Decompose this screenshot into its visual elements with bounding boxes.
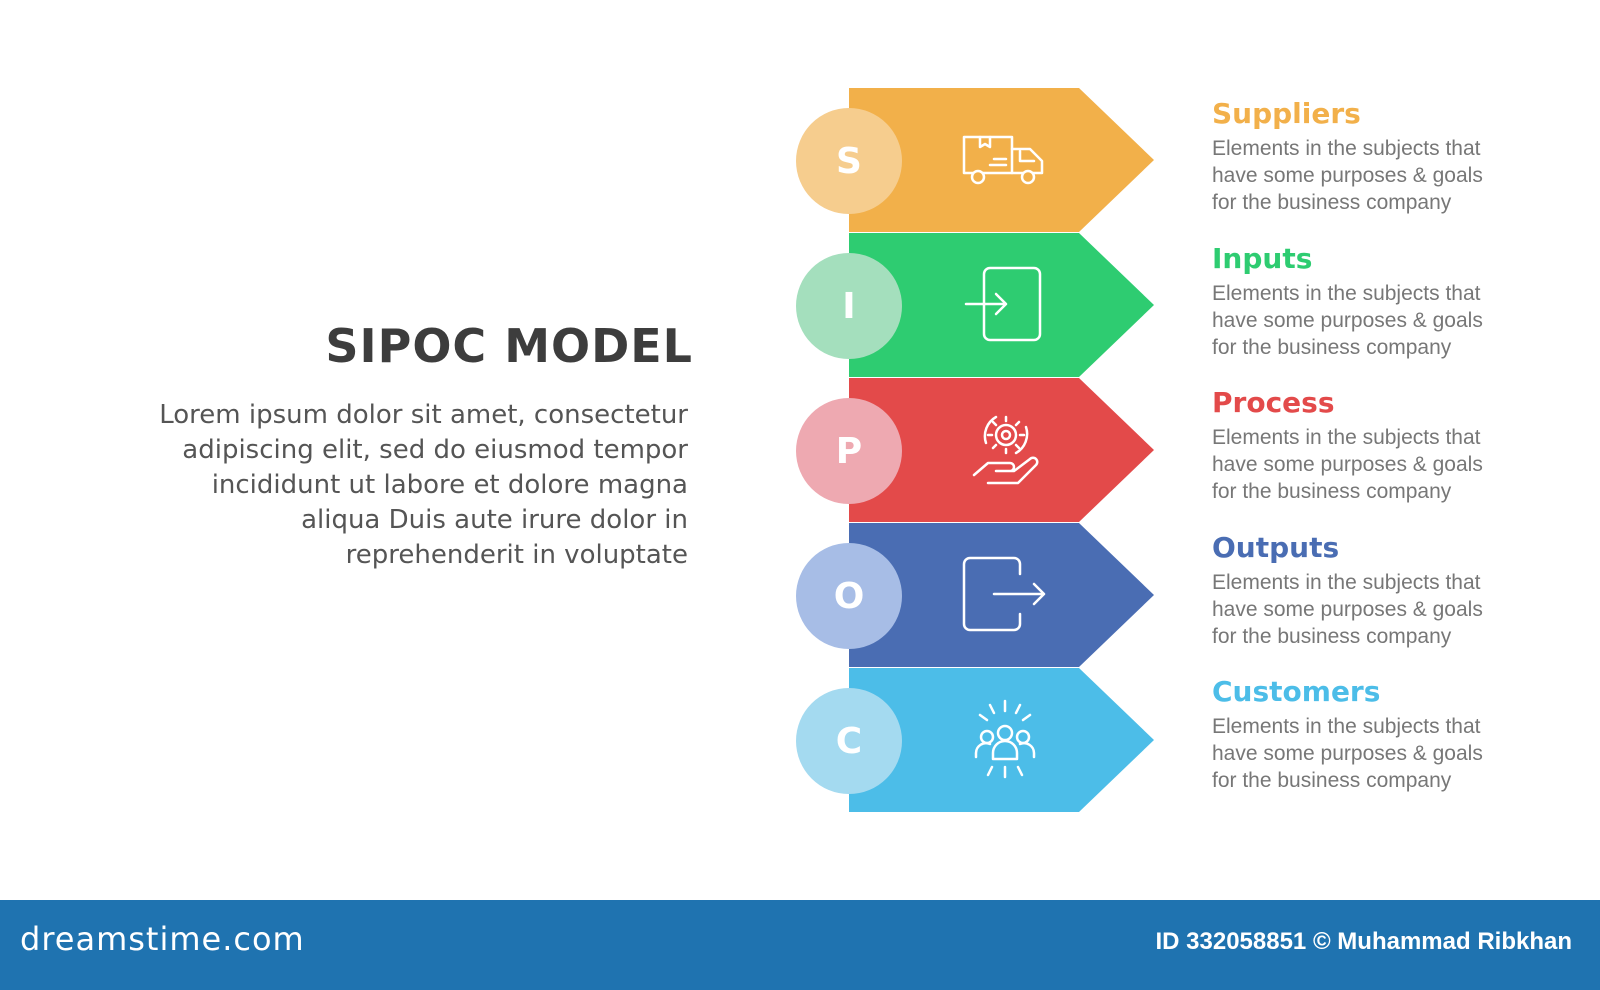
step-body-line: Elements in the subjects that [1212, 571, 1481, 594]
step-body-line: for the business company [1212, 191, 1452, 214]
customers-group-icon [960, 695, 1050, 785]
step-title: Customers [1212, 675, 1381, 708]
page-title: SIPOC MODEL [325, 319, 693, 373]
intro-line: adipiscing elit, sed do eiusmod tempor [182, 435, 688, 465]
step-body-line: for the business company [1212, 769, 1452, 792]
step-body-line: Elements in the subjects that [1212, 715, 1481, 738]
footer-bar: dreamstime.com ID 332058851 © Muhammad R… [0, 900, 1600, 990]
step-body-line: for the business company [1212, 480, 1452, 503]
step-body-line: for the business company [1212, 336, 1452, 359]
step-description-inputs: Inputs Elements in the subjects that hav… [1212, 242, 1572, 361]
intro-line: Lorem ipsum dolor sit amet, consectetur [159, 400, 688, 430]
step-badge-inputs: I [796, 253, 902, 359]
gear-process-icon [960, 405, 1050, 495]
step-body: Elements in the subjects that have some … [1212, 135, 1572, 216]
step-body-line: have some purposes & goals [1212, 453, 1483, 476]
step-title: Process [1212, 386, 1335, 419]
step-body: Elements in the subjects that have some … [1212, 569, 1572, 650]
step-title: Inputs [1212, 242, 1313, 275]
slide-canvas: SIPOC MODEL Lorem ipsum dolor sit amet, … [60, 88, 1572, 812]
intro-paragraph: Lorem ipsum dolor sit amet, consectetur … [60, 398, 688, 573]
step-body-line: have some purposes & goals [1212, 742, 1483, 765]
step-body-line: have some purposes & goals [1212, 164, 1483, 187]
intro-line: reprehenderit in voluptate [345, 540, 688, 570]
step-body-line: Elements in the subjects that [1212, 426, 1481, 449]
output-arrow-icon [960, 550, 1050, 640]
step-description-process: Process Elements in the subjects that ha… [1212, 386, 1572, 505]
intro-line: aliqua Duis aute irure dolor in [301, 505, 688, 535]
brand-logo[interactable]: dreamstime.com [20, 920, 305, 958]
input-arrow-icon [960, 260, 1050, 350]
step-title: Outputs [1212, 531, 1340, 564]
sipoc-stack: S I P [796, 88, 1154, 812]
step-description-customers: Customers Elements in the subjects that … [1212, 675, 1572, 794]
step-body-line: Elements in the subjects that [1212, 137, 1481, 160]
step-body-line: have some purposes & goals [1212, 309, 1483, 332]
step-body: Elements in the subjects that have some … [1212, 280, 1572, 361]
step-body: Elements in the subjects that have some … [1212, 424, 1572, 505]
step-body: Elements in the subjects that have some … [1212, 713, 1572, 794]
intro-line: incididunt ut labore et dolore magna [211, 470, 688, 500]
step-description-outputs: Outputs Elements in the subjects that ha… [1212, 531, 1572, 650]
step-body-line: Elements in the subjects that [1212, 282, 1481, 305]
step-badge-suppliers: S [796, 108, 902, 214]
step-body-line: have some purposes & goals [1212, 598, 1483, 621]
delivery-truck-icon [960, 115, 1050, 205]
step-badge-outputs: O [796, 543, 902, 649]
image-credit: ID 332058851 © Muhammad Ribkhan [1155, 928, 1572, 955]
step-badge-process: P [796, 398, 902, 504]
step-body-line: for the business company [1212, 625, 1452, 648]
step-badge-customers: C [796, 688, 902, 794]
step-description-suppliers: Suppliers Elements in the subjects that … [1212, 97, 1572, 216]
step-title: Suppliers [1212, 97, 1361, 130]
